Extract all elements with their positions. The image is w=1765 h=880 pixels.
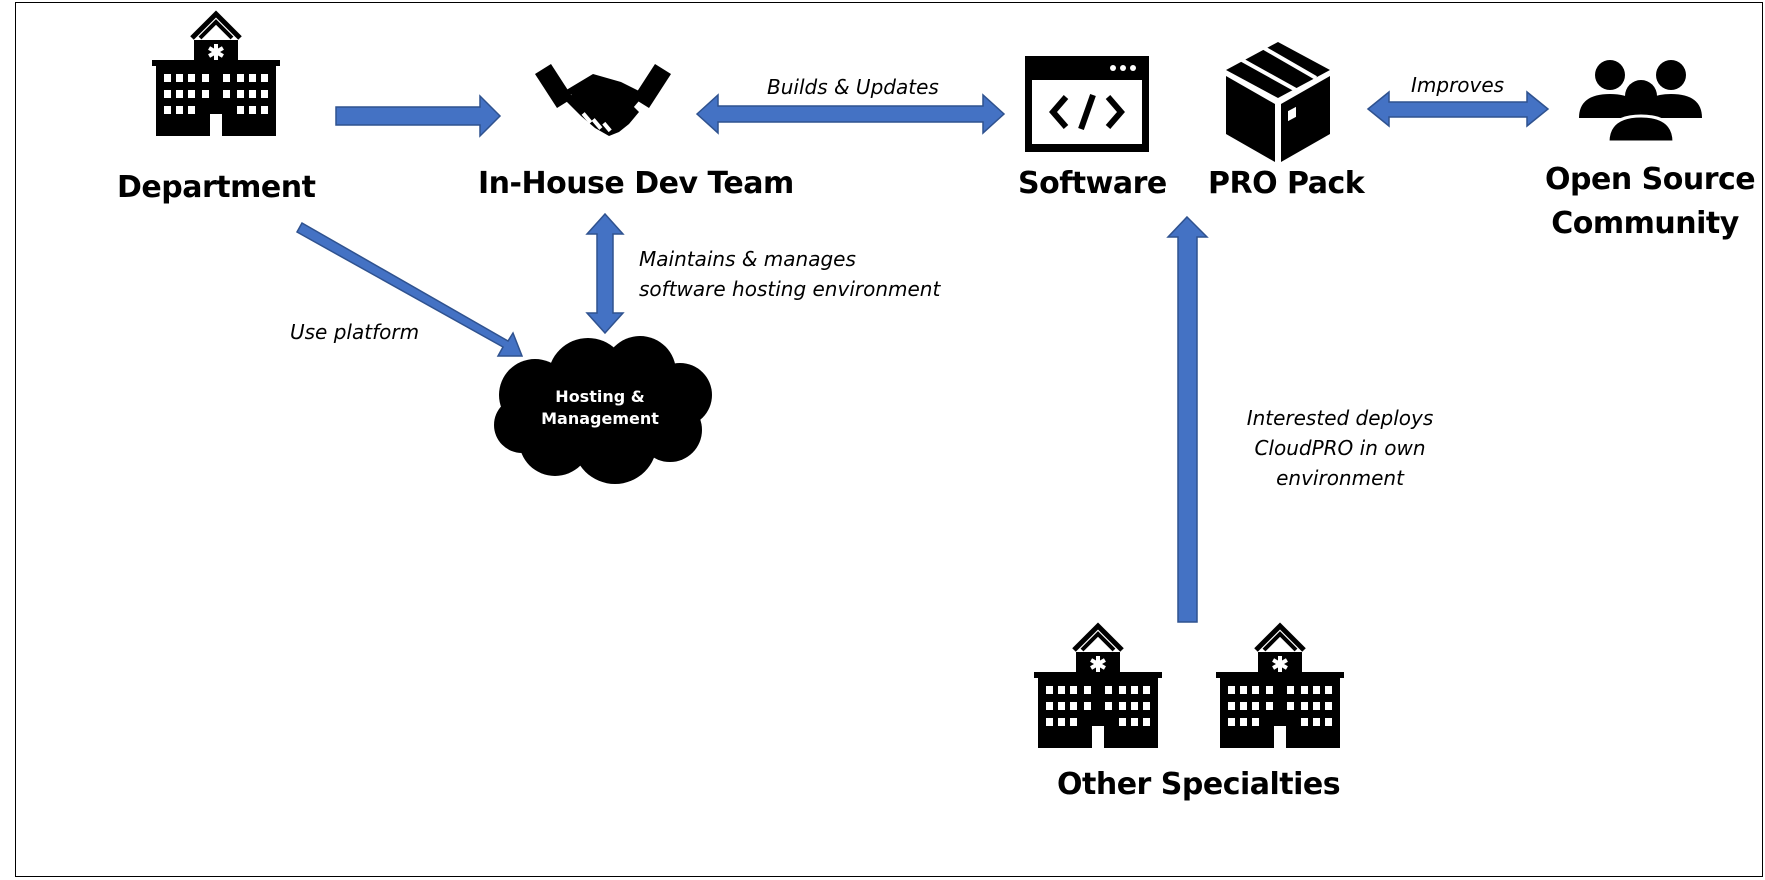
deploys-label-line1: Interested deploys: [1246, 406, 1434, 430]
propack-label: PRO Pack: [1208, 166, 1365, 201]
use-platform-label: Use platform: [290, 320, 420, 344]
improves-label: Improves: [1411, 73, 1505, 97]
maintains-label-line1: Maintains & manages: [639, 247, 856, 271]
community-label-line2: Community: [1551, 206, 1739, 241]
builds-updates-label: Builds & Updates: [767, 75, 939, 99]
hosting-label: Hosting & Management: [541, 387, 659, 428]
deploys-label-line3: environment: [1276, 466, 1404, 490]
box-icon: [1225, 42, 1331, 162]
arrow-specialties-to-software: [1166, 215, 1209, 623]
deploys-label-line2: CloudPRO in own: [1254, 436, 1426, 460]
department-label: Department: [117, 170, 316, 205]
community-label-line1: Open Source: [1545, 162, 1756, 197]
department-hospital-icon: [152, 14, 280, 136]
cloud-icon: [494, 336, 712, 484]
arrow-propack-community: [1366, 90, 1550, 128]
other-specialties-label: Other Specialties: [1057, 767, 1341, 802]
other-specialty-hospital-icon-2: [1216, 626, 1344, 748]
handshake-icon: [535, 64, 671, 136]
arrow-devteam-software: [695, 93, 1006, 135]
people-icon: [1579, 60, 1702, 144]
software-label: Software: [1018, 166, 1167, 201]
other-specialty-hospital-icon-1: [1034, 626, 1162, 748]
community-label: Open Source Community: [1545, 158, 1756, 246]
code-window-icon: [1025, 56, 1149, 152]
deploys-label: Interested deploys CloudPRO in own envir…: [1230, 403, 1450, 493]
maintains-label-line2: software hosting environment: [639, 277, 941, 301]
diagram-frame: [15, 2, 1763, 877]
arrow-department-to-devteam: [335, 94, 502, 138]
maintains-label: Maintains & manages software hosting env…: [639, 244, 940, 304]
arrow-devteam-hosting: [585, 212, 625, 335]
arrow-department-to-hosting: [295, 221, 524, 357]
devteam-label: In-House Dev Team: [478, 166, 794, 201]
